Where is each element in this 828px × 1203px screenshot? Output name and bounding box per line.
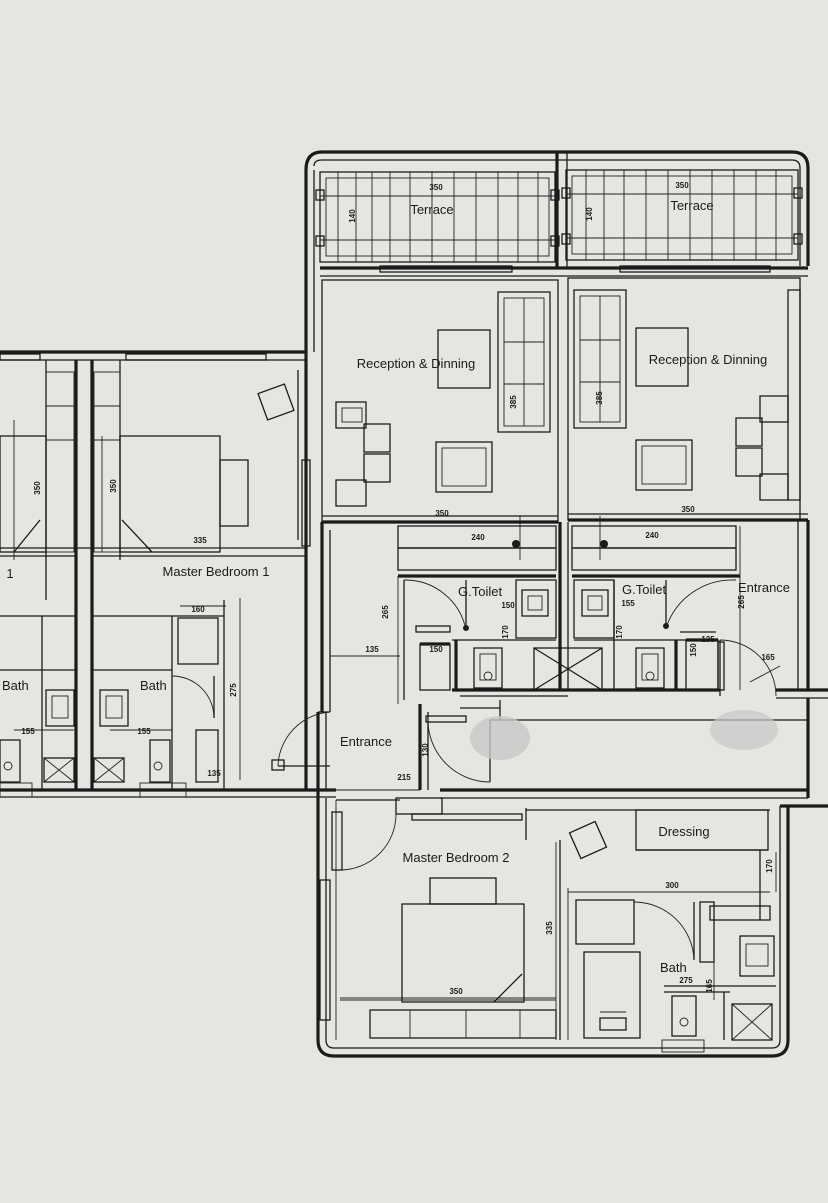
- room-label-entrance-right: Entrance: [738, 580, 790, 595]
- room-label-reception-left: Reception & Dinning: [357, 356, 476, 371]
- room-label-master-bedroom-1: Master Bedroom 1: [163, 564, 270, 579]
- dim-toilet-right-170: 170: [615, 625, 624, 639]
- dim-reception-right-h: 385: [595, 391, 604, 405]
- dim-toilet-left-small: 150: [429, 645, 443, 654]
- dim-entrance-center-h: 130: [421, 743, 430, 757]
- room-label-reception-right: Reception & Dinning: [649, 352, 768, 367]
- dim-entrance-right-150: 150: [689, 643, 698, 657]
- dim-kitchen-left: 240: [471, 533, 485, 542]
- dim-entrance-right-small: 165: [761, 653, 775, 662]
- dim-entrance-right-135: 135: [701, 635, 715, 644]
- room-label-bath-bottom: Bath: [660, 960, 687, 975]
- dim-terrace-right-h: 140: [585, 207, 594, 221]
- dim-bath1-w: 160: [191, 605, 205, 614]
- dim-bedroom1-h: 350: [109, 479, 118, 493]
- master-bedroom-1-block: [0, 352, 311, 790]
- room-label-terrace-right: Terrace: [670, 198, 713, 213]
- room-label-g-toilet-left: G.Toilet: [458, 584, 502, 599]
- master-bedroom-2-block: [316, 790, 828, 1058]
- room-label-cut-room-number: 1: [6, 566, 13, 581]
- dim-bedroom2-w: 350: [449, 987, 463, 996]
- dim-reception-right-w: 350: [681, 505, 695, 514]
- dim-toilet-left-170: 170: [501, 625, 510, 639]
- dim-terrace-left-h: 140: [348, 209, 357, 223]
- dim-reception-left-h: 385: [509, 395, 518, 409]
- terrace-left: [315, 171, 560, 263]
- dim-toilet-right-155: 155: [621, 599, 635, 608]
- room-label-master-bedroom-2: Master Bedroom 2: [403, 850, 510, 865]
- dim-kitchen-right: 240: [645, 531, 659, 540]
- dim-bedroom2-h: 335: [545, 921, 554, 935]
- dim-bedroom1-w: 335: [193, 536, 207, 545]
- central-core: [271, 516, 828, 799]
- dim-bedroom2-bath-w: 300: [665, 881, 679, 890]
- room-label-terrace-left: Terrace: [410, 202, 453, 217]
- dim-bath1-h: 275: [229, 683, 238, 697]
- room-label-entrance-center: Entrance: [340, 734, 392, 749]
- room-label-bath-left: Bath: [140, 678, 167, 693]
- dim-terrace-left-w: 350: [429, 183, 443, 192]
- terrace-right: [561, 169, 803, 261]
- dim-bedroom2-bath-275: 275: [679, 976, 693, 985]
- dim-bath1-small: 135: [207, 769, 221, 778]
- dim-reception-left-w: 350: [435, 509, 449, 518]
- reception-left: [321, 279, 559, 524]
- room-label-dressing: Dressing: [658, 824, 709, 839]
- outer-walls: [0, 150, 810, 798]
- dim-bath-far-left-155: 155: [21, 727, 35, 736]
- room-label-bath-far-left: Bath: [2, 678, 29, 693]
- dim-entrance-center-w: 215: [397, 773, 411, 782]
- dim-bedroom1-left-h: 350: [33, 481, 42, 495]
- reception-right: [567, 277, 808, 522]
- dim-toilet-left-h: 265: [381, 605, 390, 619]
- dim-bath-left-155: 155: [137, 727, 151, 736]
- dim-bedroom2-bath-165: 165: [705, 979, 714, 993]
- dim-entrance-right-h: 265: [737, 595, 746, 609]
- dim-toilet-left-150: 150: [501, 601, 515, 610]
- dim-toilet-left-w: 135: [365, 645, 379, 654]
- room-label-g-toilet-right: G.Toilet: [622, 582, 666, 597]
- dim-dressing-h: 170: [765, 859, 774, 873]
- dim-terrace-right-w: 350: [675, 181, 689, 190]
